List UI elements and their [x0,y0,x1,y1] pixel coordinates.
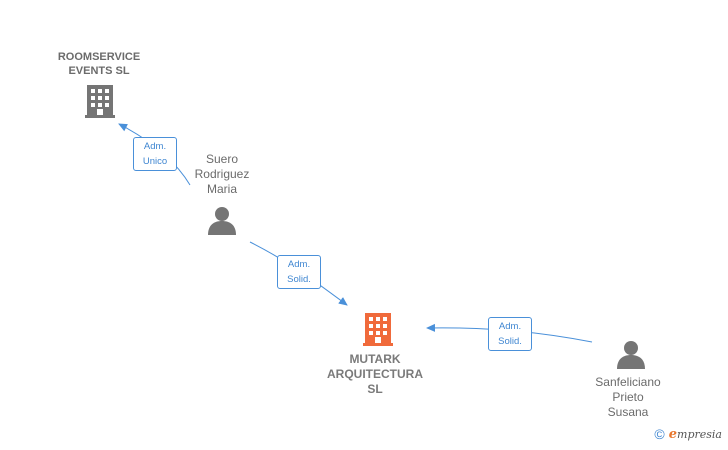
edge-label-adm-solid-suero: Adm. Solid. [277,255,321,289]
edge-label-adm-unico: Adm. Unico [133,137,177,171]
brand-logo-letter: e [668,426,678,442]
person-icon[interactable] [208,207,236,235]
node-label-sanfeliciano[interactable]: Sanfeliciano Prieto Susana [595,375,661,419]
copyright-icon: © [654,426,665,442]
person-icon[interactable] [617,341,645,369]
node-label-roomservice[interactable]: ROOMSERVICE EVENTS SL [57,51,141,77]
edge-label-adm-solid-sanfeliciano: Adm. Solid. [488,317,532,351]
building-icon[interactable] [85,85,115,118]
building-icon[interactable] [363,313,393,346]
brand-logo-text[interactable]: mpresia [677,427,722,441]
node-label-suero[interactable]: Suero Rodriguez Maria [194,152,250,196]
node-label-mutark[interactable]: MUTARK ARQUITECTURA SL [327,352,423,396]
